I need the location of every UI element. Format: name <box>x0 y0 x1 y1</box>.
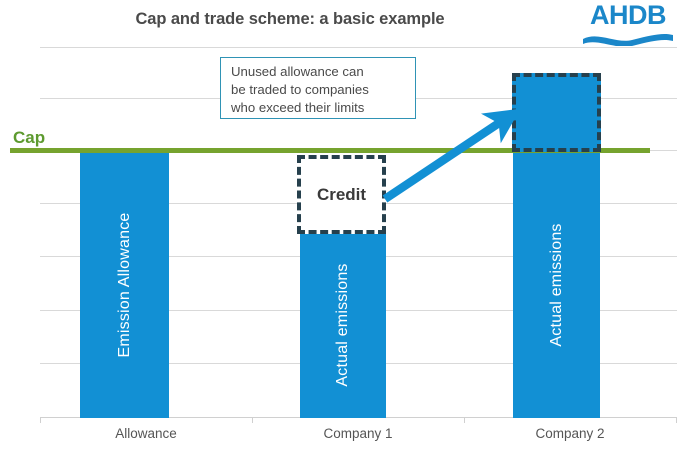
callout-line-3: who exceed their limits <box>231 100 365 116</box>
credit-box: Credit <box>297 155 386 234</box>
category-label-company1: Company 1 <box>323 426 393 441</box>
excess-above-cap-box <box>512 73 601 152</box>
bar-company1-actual: Actual emissions <box>300 232 386 418</box>
page-title: Cap and trade scheme: a basic example <box>135 10 445 28</box>
x-axis-tick <box>676 418 677 423</box>
x-axis-tick <box>40 418 41 423</box>
gridline <box>40 47 677 48</box>
ahdb-logo-text: AHDB <box>590 0 667 30</box>
bar-company2-actual: Actual emissions <box>513 152 600 418</box>
bar-allowance: Emission Allowance <box>80 152 169 418</box>
bar-company2-label: Actual emissions <box>547 223 565 347</box>
callout-line-2: be traded to companies <box>231 82 369 98</box>
credit-label: Credit <box>316 184 367 204</box>
callout-textbox: Unused allowance can be traded to compan… <box>220 57 416 119</box>
category-label-company2: Company 2 <box>535 426 605 441</box>
callout-line-1: Unused allowance can <box>231 64 364 79</box>
cap-label: Cap <box>13 128 46 147</box>
x-axis-tick <box>252 418 253 423</box>
ahdb-logo: AHDB <box>582 0 674 46</box>
cap-reference-line <box>10 148 650 153</box>
x-axis-tick <box>464 418 465 423</box>
bar-allowance-label: Emission Allowance <box>115 212 133 358</box>
ahdb-wave-icon <box>583 33 673 46</box>
category-label-allowance: Allowance <box>115 426 177 441</box>
bar-company1-label: Actual emissions <box>334 263 351 387</box>
